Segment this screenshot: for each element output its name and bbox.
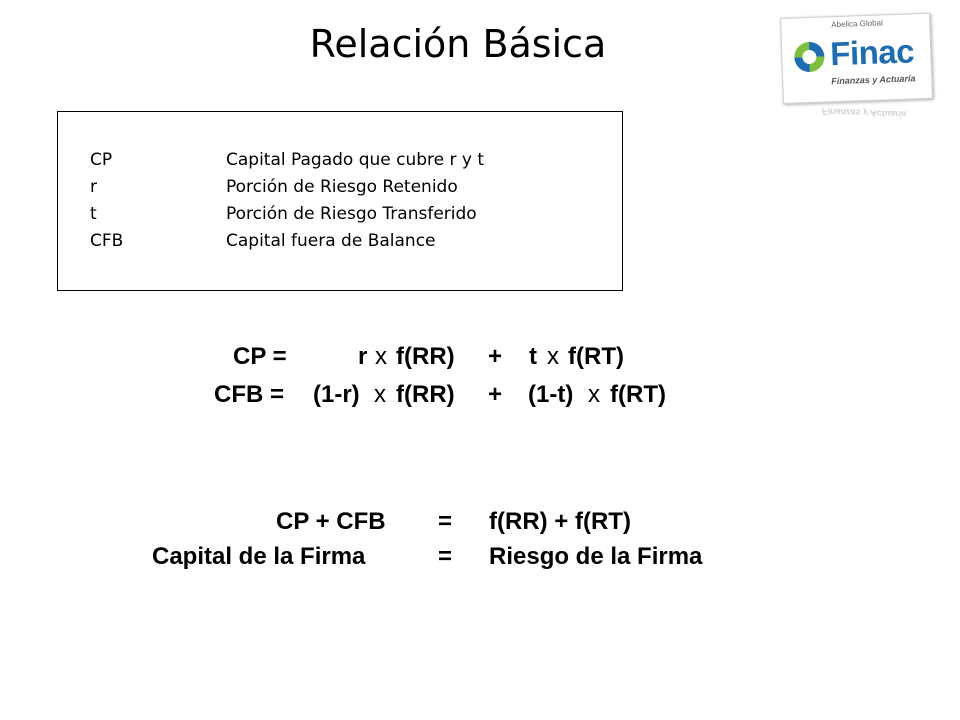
equation-function: f(RR) xyxy=(396,343,455,370)
equation-equals: = xyxy=(438,508,453,535)
logo-tagline: Finanzas y Actuaría xyxy=(831,73,916,87)
logo-card: Abelica Global Finac Finanzas y Actuaría xyxy=(780,12,933,104)
equation-times: x xyxy=(374,381,386,408)
logo-top-text: Abelica Global xyxy=(831,18,883,30)
finac-logo-icon xyxy=(794,42,825,72)
equation-times: x xyxy=(375,343,387,370)
equation-function: f(RT) xyxy=(610,381,666,408)
definition-description: Porción de Riesgo Transferido xyxy=(226,204,477,224)
definitions-box: CP Capital Pagado que cubre r y t r Porc… xyxy=(57,111,623,291)
equation-rhs: f(RR) + f(RT) xyxy=(489,508,631,535)
equation-times: x xyxy=(547,343,559,370)
equation-coef: (1-r) xyxy=(313,381,360,408)
equation-times: x xyxy=(588,381,600,408)
definition-term: r xyxy=(90,177,97,197)
equation-lhs: CP = xyxy=(233,343,287,370)
equation-coef: (1-t) xyxy=(528,381,574,408)
equation-rhs: Riesgo de la Firma xyxy=(489,543,703,570)
equation-function: f(RT) xyxy=(568,343,624,370)
definition-description: Porción de Riesgo Retenido xyxy=(226,177,458,197)
definition-description: Capital Pagado que cubre r y t xyxy=(226,150,485,170)
definition-term: t xyxy=(90,204,97,224)
equation-lhs: CP + CFB xyxy=(276,508,386,535)
logo-reflection: Finanzas y Actuaría xyxy=(821,106,907,120)
equation-coef: r xyxy=(358,343,368,370)
equation-lhs: Capital de la Firma xyxy=(152,543,366,570)
equation-equals: = xyxy=(438,543,453,570)
logo-name: Finac xyxy=(829,32,915,73)
definition-description: Capital fuera de Balance xyxy=(226,231,436,251)
slide-title: Relación Básica xyxy=(309,22,607,66)
equation-lhs: CFB = xyxy=(214,381,285,408)
equation-function: f(RR) xyxy=(396,381,455,408)
definition-term: CP xyxy=(90,150,113,170)
logo: Abelica Global Finac Finanzas y Actuaría… xyxy=(774,12,934,134)
equation-plus: + xyxy=(488,381,503,408)
equation-coef: t xyxy=(529,343,537,370)
definition-term: CFB xyxy=(90,231,124,251)
equation-plus: + xyxy=(488,343,503,370)
